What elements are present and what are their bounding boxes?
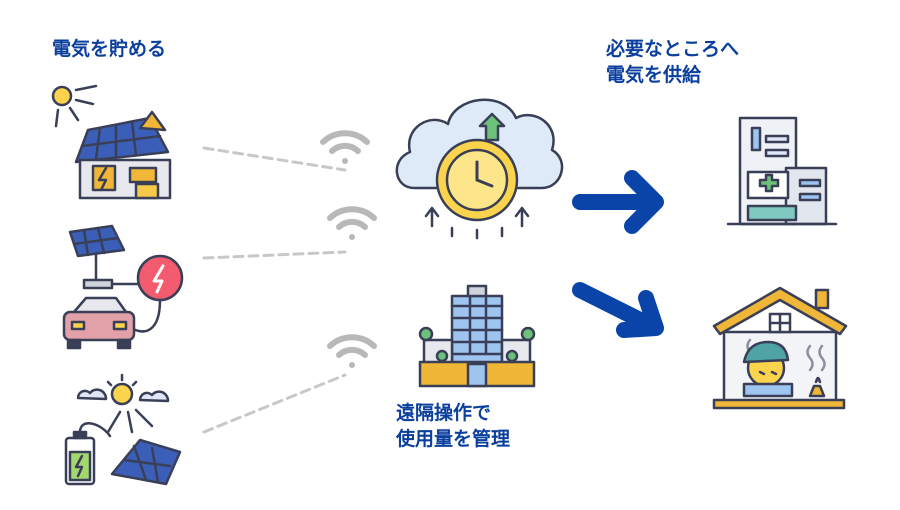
solar-panel-battery-icon <box>64 373 182 486</box>
arrow-right-icon <box>572 170 664 234</box>
wifi-icon <box>320 130 370 164</box>
home-with-person-icon <box>712 286 848 410</box>
arrow-down-right-icon <box>572 282 664 338</box>
supply-electricity-label: 必要なところへ 電気を供給 <box>606 36 739 88</box>
dashed-connections <box>202 146 347 434</box>
office-building-icon <box>418 284 536 388</box>
wifi-icon <box>327 206 377 240</box>
supply-label-line1: 必要なところへ <box>606 38 740 60</box>
connection-line-solar <box>202 373 347 434</box>
remote-label-line1: 遠隔操作で <box>396 402 492 424</box>
store-electricity-label: 電気を貯める <box>52 38 167 60</box>
connection-line-ev <box>202 250 347 260</box>
supply-label-line2: 電気を供給 <box>606 64 702 86</box>
electric-car-charging-icon <box>62 224 184 350</box>
remote-label-line2: 使用量を管理 <box>396 428 511 450</box>
connection-line-house <box>202 146 347 172</box>
house-with-solar-panels-icon <box>51 84 172 200</box>
hospital-icon <box>726 116 838 226</box>
wifi-icon <box>327 334 377 368</box>
cloud-clock-icon <box>395 98 564 240</box>
remote-control-label: 遠隔操作で 使用量を管理 <box>396 400 510 452</box>
